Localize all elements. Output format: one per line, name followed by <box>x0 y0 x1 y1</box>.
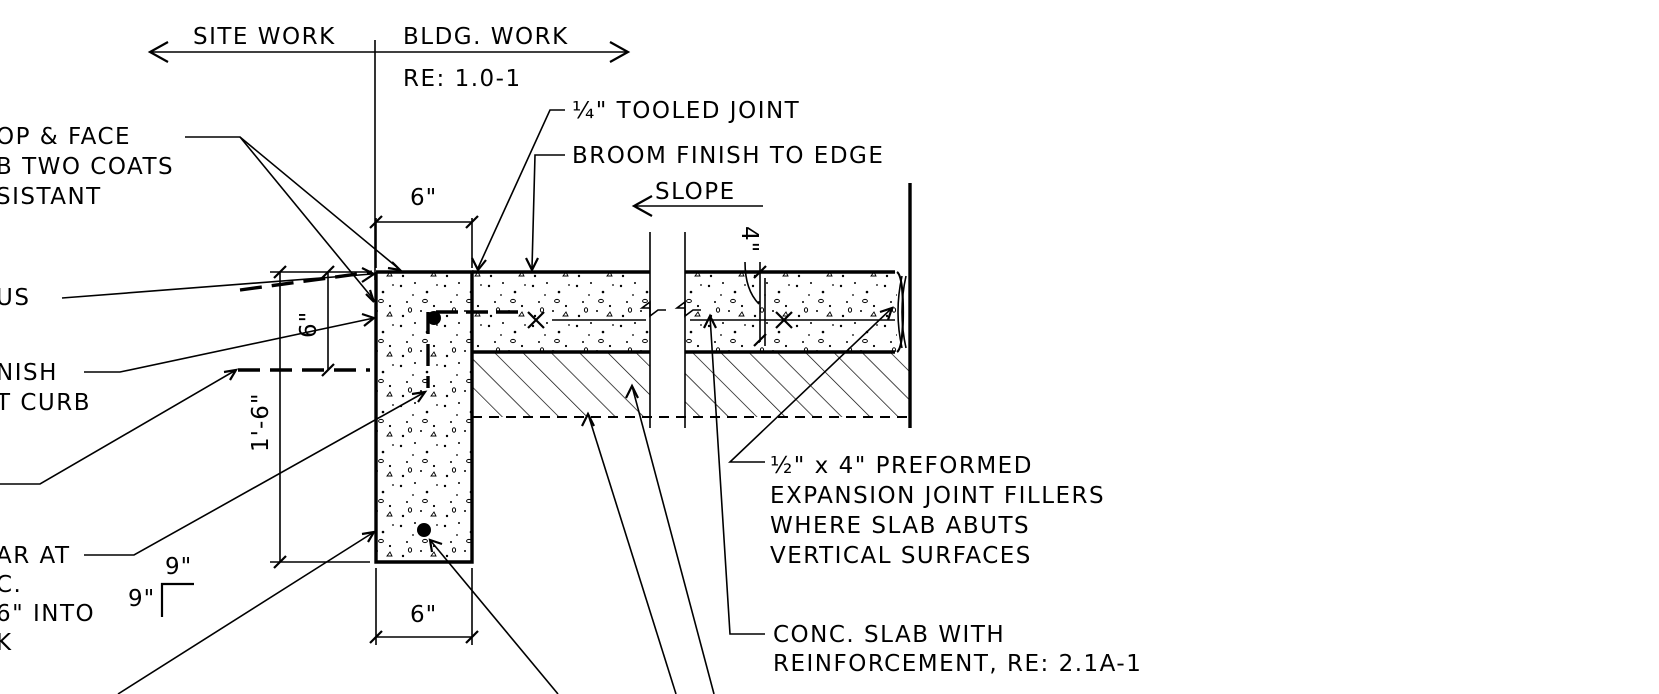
slab-note-line-1: CONC. SLAB WITH <box>773 622 1005 648</box>
expansion-note-line-1: ½" x 4" PREFORMED <box>770 453 1033 479</box>
expansion-note-line-3: WHERE SLAB ABUTS <box>770 513 1030 539</box>
tooled-joint-label: ¼" TOOLED JOINT <box>572 98 800 124</box>
slab-reinforcement-callout: CONC. SLAB WITH REINFORCEMENT, RE: 2.1A-… <box>703 313 1142 677</box>
left-note-1-line-2: B TWO COATS <box>0 154 174 180</box>
grade-callout <box>0 368 239 485</box>
rebar-x-marker <box>527 311 545 329</box>
dim-top-width-text: 6" <box>410 185 437 211</box>
left-note-4-line-3: 6" INTO <box>0 601 95 627</box>
compacted-subgrade <box>472 352 910 418</box>
rebar-x-marker <box>775 311 793 329</box>
expansion-note-line-2: EXPANSION JOINT FILLERS <box>770 483 1105 509</box>
left-note-3-line-1: NISH <box>0 360 58 386</box>
dim-bottom-width-text: 6" <box>410 602 437 628</box>
bend-dim-left: 9" <box>128 586 155 612</box>
left-note-2-line-1: US <box>0 285 30 311</box>
bend-detail: 9" 9" <box>128 554 194 617</box>
dim-slab-thickness-text: 4" <box>736 226 762 253</box>
dim-curb-height-text: 1'-6" <box>248 393 274 452</box>
left-note-4-line-4: K <box>0 630 13 656</box>
left-note-1-line-1: OP & FACE <box>0 124 131 150</box>
bottom-left-callout <box>117 530 377 694</box>
slope-label: SLOPE <box>655 179 736 205</box>
finish-callout: NISH T CURB <box>0 312 377 416</box>
left-note-4-line-1: AR AT <box>0 543 71 569</box>
dowel-bar-callout: AR AT C. 6" INTO K <box>0 390 428 656</box>
slab-note-line-2: REINFORCEMENT, RE: 2.1A-1 <box>773 651 1142 677</box>
concrete-slab <box>472 232 897 428</box>
left-note-1-line-3: SISTANT <box>0 184 102 210</box>
dimension-top-curb-width: 6" <box>369 185 479 268</box>
dimension-slab-thickness: 4" <box>736 226 767 347</box>
expansion-joint-callout: ½" x 4" PREFORMED EXPANSION JOINT FILLER… <box>727 306 1105 569</box>
dimension-curb-height: 1'-6" <box>248 265 370 569</box>
building-wall-edge <box>896 183 912 428</box>
left-note-4-line-2: C. <box>0 572 22 598</box>
curb-coating-callout: OP & FACE B TWO COATS SISTANT <box>0 124 404 303</box>
slope-indicator: SLOPE <box>631 179 763 217</box>
concrete-curb <box>374 270 522 564</box>
dimension-bottom-curb-width: 6" <box>369 568 479 645</box>
bend-dim-top: 9" <box>165 554 192 580</box>
bldg-work-label: BLDG. WORK <box>403 24 569 50</box>
expansion-note-line-4: VERTICAL SURFACES <box>770 543 1032 569</box>
bldg-work-reference: RE: 1.0-1 <box>403 66 522 92</box>
work-limit-header: SITE WORK BLDG. WORK RE: 1.0-1 <box>147 24 631 280</box>
site-work-label: SITE WORK <box>193 24 336 50</box>
broom-finish-callout: BROOM FINISH TO EDGE <box>525 143 884 273</box>
radius-callout: US <box>0 267 377 311</box>
tooled-joint-callout: ¼" TOOLED JOINT <box>471 98 800 273</box>
bottom-leader-lines <box>428 383 715 694</box>
broom-finish-label: BROOM FINISH TO EDGE <box>572 143 884 169</box>
left-note-3-line-2: T CURB <box>0 390 91 416</box>
